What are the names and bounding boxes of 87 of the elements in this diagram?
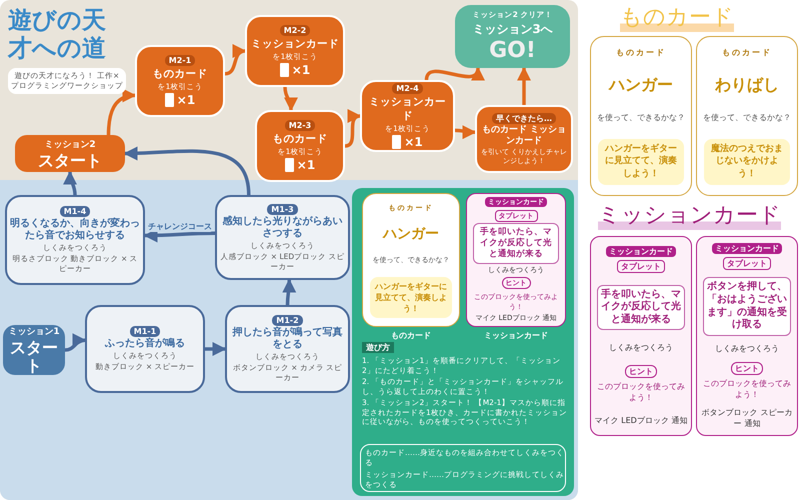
square-number-tag: M2-2 [280, 25, 310, 36]
arrow [64, 170, 78, 197]
card-square [360, 80, 455, 152]
object-card [362, 193, 460, 327]
square-number-tag: M1-1 [130, 326, 160, 337]
card-caption: ものカード [390, 330, 432, 341]
start-square [3, 325, 65, 375]
card-type-tag: ミッションカード [606, 246, 676, 256]
object-name: ハンガー [609, 74, 673, 96]
edge-label: チャレンジコース [147, 222, 213, 232]
mission-text: 感知したら光りながらあいさつする [222, 216, 344, 240]
arrow [203, 342, 227, 356]
bonus-square [475, 105, 573, 173]
object-card [590, 36, 692, 196]
arrow [343, 111, 362, 148]
device-tag: タブレット [617, 260, 665, 272]
goal-area [455, 5, 570, 68]
square-number-tag: M2-3 [284, 120, 316, 131]
card-type-tag: ミッションカード [712, 243, 782, 254]
mission-square [85, 305, 205, 393]
block-names: ボタンブロック スピーカー 通知 [700, 406, 794, 429]
title: 遊びの天才への道 [8, 6, 107, 62]
section-heading: 遊び方 [362, 342, 394, 353]
question-text: を使って、できるかな？ [703, 112, 791, 123]
card-count: ×1 [404, 135, 423, 149]
mission-text: 明るくなるか、向きが変わったら音でお知らせする [10, 218, 140, 242]
card-square [255, 110, 345, 182]
arrow [223, 46, 247, 76]
hint-text: このブロックを使ってみよう！ [702, 378, 792, 400]
mission-label: ミッション2 [44, 138, 96, 150]
card-count: ×1 [292, 63, 310, 77]
card-type-text: ミッションカード [251, 37, 339, 51]
start-text: スタート [38, 152, 102, 170]
arrow [63, 334, 87, 352]
bonus-tag: 早くできたら… [492, 112, 556, 124]
mission-text: ふったら音が鳴る [105, 338, 185, 350]
square-number-tag: M1-2 [272, 315, 303, 326]
mission-card [590, 236, 692, 436]
challenge-text: ハンガーをギターに見立てて、演奏しよう！ [370, 276, 452, 318]
question-text: を使って、できるかな？ [597, 112, 685, 123]
card-square [135, 45, 225, 117]
mission-text: ボタンを押して、「おはようございます」の通知を受け取る [702, 277, 792, 336]
card-caption: ミッションカード [483, 330, 549, 341]
hint-text: このブロックを使ってみよう！ [596, 381, 686, 404]
start-text: スタート [9, 339, 59, 375]
object-name: ハンガー [383, 224, 439, 242]
arrow [453, 125, 477, 139]
challenge-text: ハンガーをギターに見立てて、演奏しよう！ [598, 138, 684, 185]
object-card [696, 36, 798, 196]
instruction-text: しくみをつくろう [715, 343, 779, 354]
arrow [424, 66, 482, 82]
square-number-tag: M1-4 [60, 206, 90, 217]
instruction-text: しくみをつくろう [609, 342, 673, 354]
card-type-text: ものカード [152, 67, 208, 81]
card-square [245, 15, 345, 87]
arrow [123, 146, 250, 197]
mission-text: 手を叩いたら、マイクが反応して光と通知が来る [596, 284, 686, 330]
mission-label: ミッション1 [8, 326, 60, 338]
mission-text: 手を叩いたら、マイクが反応して光と通知が来る [472, 223, 560, 264]
card-header-text: ものカード [616, 47, 666, 58]
mission-card [466, 193, 566, 327]
arrow [283, 85, 298, 112]
goal-text: ミッション3へ [472, 21, 553, 38]
mission-square [5, 195, 145, 285]
mission-card [696, 236, 798, 436]
mission-square [225, 305, 350, 393]
card-count: ×1 [176, 93, 196, 107]
mission-text: 押したら音が鳴って写真をとる [231, 327, 344, 351]
arrow [106, 89, 137, 137]
block-names: マイク LEDブロック 通知 [594, 415, 688, 426]
arrow [282, 278, 296, 307]
card-type-text: ものカード ミッションカード [480, 124, 568, 146]
arrow [517, 66, 531, 107]
square-number-tag: M2-1 [164, 55, 196, 66]
card-count: ×1 [296, 158, 316, 172]
challenge-text: 魔法のつえでおまじないをかけよう！ [704, 138, 790, 185]
square-number-tag: M1-3 [267, 204, 298, 214]
hint-tag: ヒント [731, 362, 763, 375]
object-name: わりばし [715, 74, 779, 96]
device-tag: タブレット [723, 257, 771, 270]
card-type-text: ものカード [272, 132, 328, 146]
square-number-tag: M2-4 [392, 83, 423, 94]
card-header-text: ものカード [722, 47, 772, 58]
go-text: GO! [489, 39, 536, 63]
card-type-text: ミッションカード [368, 95, 447, 123]
mission-square [215, 195, 350, 280]
hint-tag: ヒント [625, 365, 657, 378]
